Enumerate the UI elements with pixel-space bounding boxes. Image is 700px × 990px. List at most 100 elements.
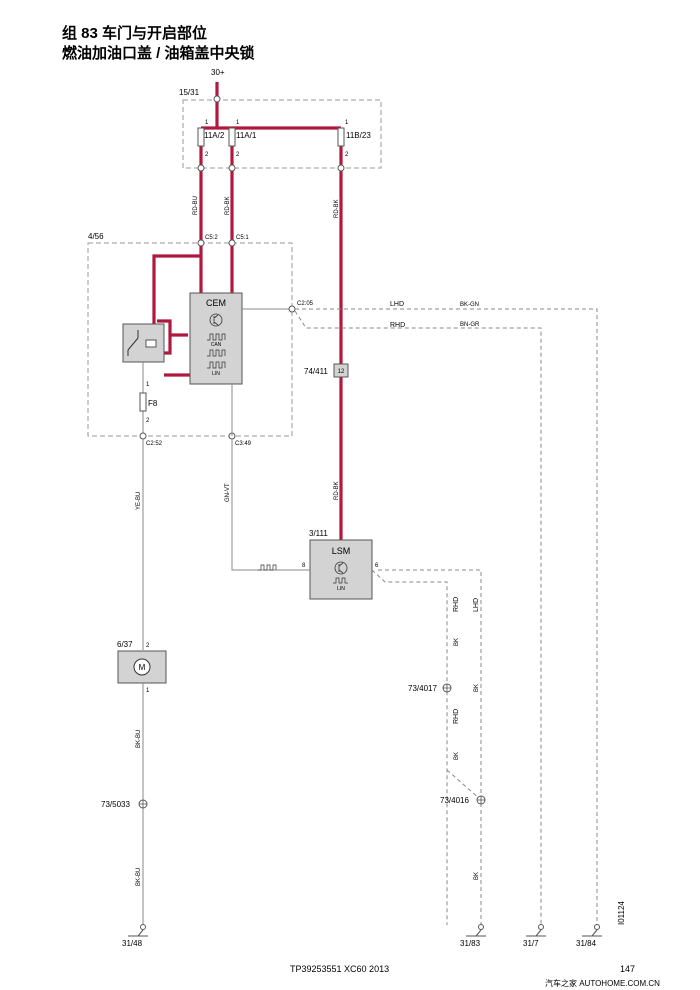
lsm-box [309,539,373,600]
fuse-11b23-pin-bottom: 2 [345,152,349,158]
wire-label-rd-bk-1: RD-BK [225,196,231,215]
motor-ground-wire-label-2: BK-BU [136,868,142,886]
lsm-rhd-label-2: RHD [453,709,460,724]
fuse-11a2-body [197,127,205,147]
lsm-lin-label: LIN [337,586,345,592]
ground-31-83-label: 31/83 [460,939,481,948]
ground-31-7-node [538,924,544,930]
fuse-11a1-pin-top: 1 [236,120,240,126]
cem-can-label: CAN [211,342,222,348]
ground-31-84: 31/84 [576,924,602,948]
ground-31-48: 31/48 [122,924,148,948]
connector-74-411-label: 74/411 [304,367,328,376]
ground-31-83-node [478,924,484,930]
motor-icon [133,658,151,676]
relay-block [122,323,165,363]
fuse-11a2-pin-top: 1 [205,120,209,126]
connector-c52: C5:2 [205,235,218,241]
lsm-lhd-label: LHD [473,598,480,612]
lin-waveform-icon [207,361,226,369]
motor-ground-wire-label-1: BK-BU [136,730,142,748]
motor-box [117,650,167,684]
splice-4017-label: 73/4017 [408,684,437,693]
lhd-wire-code: BK-GN [460,302,479,308]
lsm-module-label: 3/111 [309,529,328,538]
fuse-11a2: 1 11A/2 2 [197,120,225,158]
fuse-11a2-pin-bottom: 2 [205,152,209,158]
f8-pin-top: 1 [146,382,150,388]
wire-bk-3: BK [454,752,460,760]
ground-31-48-icon [128,929,148,937]
f8-label: F8 [148,399,158,408]
figure-id: I01124 [617,901,626,925]
motor-feed-wire-label: YE-BU [136,492,142,510]
ground-31-84-icon [582,929,602,937]
lsm-name: LSM [332,546,351,556]
lsm-transistor-icon [334,561,348,575]
footer-doc-id: TP39253551 XC60 2013 [290,964,389,974]
node-fuse2-out [228,164,236,172]
node-fuse3-out [337,164,345,172]
fuse-11a2-label: 11A/2 [204,131,225,140]
ground-31-84-label: 31/84 [576,939,597,948]
ground-31-7: 31/7 [523,924,546,948]
connector-74-411-box [333,363,349,378]
fuse-11b23: 1 11B/23 2 [337,120,371,158]
cem-name: CEM [206,298,226,308]
lsm-power-wire-label: RD-BK [334,481,340,500]
splice-5033: 73/5033 [101,799,148,809]
cem-module-label: 4/56 [88,232,104,241]
fuse-11b23-label: 11B/23 [346,131,371,140]
lsm-pin-in: 8 [302,563,306,569]
lsm-lhd-wire [378,569,482,925]
page-subtitle: 燃油加油口盖 / 油箱盖中央锁 [62,45,255,62]
motor-pin-top: 2 [146,643,150,649]
lin-wire [231,384,310,571]
connector-c349: C3:49 [235,441,252,447]
wire-label-rd-bu: RD-BU [193,196,199,215]
lsm-rhd-label: RHD [453,597,460,612]
splice-4016-label: 73/4016 [440,796,469,805]
fuse-11a1-body [228,127,236,147]
splice-4016-cross [477,796,485,804]
relay-coil-loop [157,319,172,355]
f8-body [139,392,147,412]
lin-wire-label: GN-VT [225,483,231,502]
ground-31-7-icon [526,929,546,937]
node-c205 [288,305,296,313]
node-c52 [197,239,205,247]
motor-symbol: M [139,663,146,672]
splice-4017: 73/4017 [408,683,452,693]
transistor-icon [209,313,223,327]
node-fuse1-out [197,164,205,172]
rhd-dashed-wire [294,310,542,925]
can-waveform-2-icon [207,349,226,357]
footer-watermark: 汽车之家 AUTOHOME.COM.CN [545,978,660,988]
power-wiring [152,82,343,540]
lsm-pin-out: 6 [375,563,379,569]
lin-wire-waveform-icon [258,564,277,571]
rhd-wire-code: BN-GR [460,322,480,328]
motor-module-label: 6/37 [117,640,133,649]
splice-5033-cross [139,800,147,808]
ground-31-7-label: 31/7 [523,939,539,948]
node-c51 [228,239,236,247]
relay-coil-icon [145,339,157,348]
lhd-label: LHD [390,301,404,308]
switch-icon [127,330,139,356]
splice-5033-label: 73/5033 [101,800,130,809]
supply-node [213,95,221,103]
wire-bk-1: BK [454,638,460,646]
cem-module-outline [87,242,293,437]
fuse-box-outline [182,99,382,169]
fuse-11b23-body [337,127,345,147]
connector-c205: C2:05 [297,301,314,307]
fuse-11b23-pin-top: 1 [345,120,349,126]
wire-bk-4: BK [474,872,480,880]
ground-31-83-icon [466,929,486,937]
page-title: 组 83 车门与开启部位 [62,25,208,42]
splice-4016: 73/4016 [440,795,486,805]
wire-bk-2: BK [474,684,480,692]
supply-label: 30+ [211,68,225,77]
